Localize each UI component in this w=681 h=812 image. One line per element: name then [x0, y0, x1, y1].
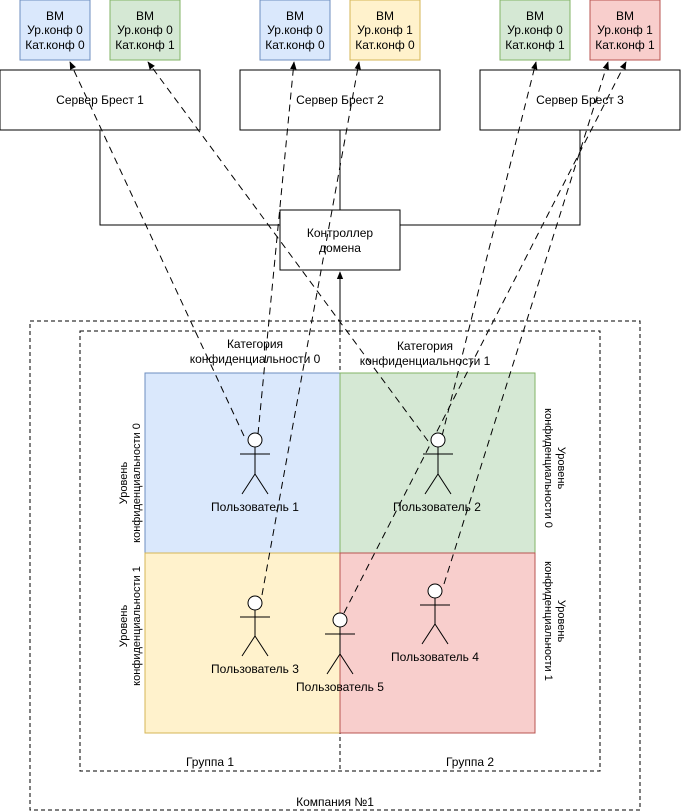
vm-6-title: ВМ	[616, 9, 634, 23]
vm-box-5	[499, 0, 571, 61]
user-1-label: Пользователь 1	[211, 500, 299, 514]
group-2-label: Группа 2	[446, 755, 494, 769]
server-2-label: Сервер Брест 2	[296, 93, 384, 107]
quadrant-cat1-level1	[339, 552, 536, 734]
controller-label-line2: домена	[319, 241, 361, 255]
vm-1-category: Кат.конф 0	[25, 38, 85, 52]
level-right-1-line2: конфиденциальности 1	[542, 561, 554, 681]
vm-4-title: ВМ	[376, 9, 394, 23]
level-left-1-line2: конфиденциальности 1	[131, 566, 143, 686]
user-1-figure	[240, 432, 270, 495]
vm-6-level: Ур.конф 1	[597, 23, 653, 37]
vm-1-title: ВМ	[46, 9, 64, 23]
vm-box-1	[19, 0, 91, 61]
user-2-figure	[423, 432, 453, 495]
company-label: Компания №1	[296, 795, 374, 809]
category-1-line1: Категория	[397, 339, 453, 353]
server-box-3	[479, 69, 681, 131]
vm-4-level: Ур.конф 1	[357, 23, 413, 37]
company-boundary	[29, 320, 641, 811]
vm-4-category: Кат.конф 0	[355, 38, 415, 52]
server-box-2	[239, 69, 441, 131]
server3-connector	[400, 130, 581, 226]
vm-2-level: Ур.конф 0	[117, 23, 173, 37]
server-1-label: Сервер Брест 1	[56, 93, 144, 107]
level-right-0-line2: конфиденциальности 0	[542, 408, 554, 528]
vm-3-level: Ур.конф 0	[267, 23, 323, 37]
domain-controller-box	[279, 209, 401, 271]
vm-5-title: ВМ	[526, 9, 544, 23]
vm-3-title: ВМ	[286, 9, 304, 23]
level-left-1-line1: Уровень	[118, 605, 130, 648]
vm-box-2	[109, 0, 181, 61]
u2-vm5-arrow	[441, 61, 538, 437]
category-0-line2: конфиденциальности 0	[190, 352, 321, 366]
user-4-label: Пользователь 4	[391, 650, 479, 664]
vm-box-6	[589, 0, 661, 61]
controller-label-line1: Контроллер	[307, 226, 374, 240]
server-box-1	[0, 69, 201, 131]
user-2-label: Пользователь 2	[393, 500, 481, 514]
level-right-1-line1: Уровень	[555, 600, 567, 643]
category-1-line2: конфиденциальности 1	[360, 354, 491, 368]
vm-5-level: Ур.конф 0	[507, 23, 563, 37]
user-4-figure	[420, 583, 450, 645]
quadrant-cat0-level1	[144, 552, 341, 734]
user-3-label: Пользователь 3	[211, 662, 299, 676]
u1-vm3-arrow	[257, 61, 297, 435]
user-5-label: Пользователь 5	[296, 680, 384, 694]
level-left-0-line1: Уровень	[118, 462, 130, 505]
vm-box-3	[259, 0, 331, 61]
server-3-label: Сервер Брест 3	[536, 93, 624, 107]
level-right-0-line1: Уровень	[555, 447, 567, 490]
server1-connector	[99, 130, 280, 226]
u2-vm2-arrow	[147, 61, 429, 442]
vm-2-category: Кат.конф 1	[115, 38, 175, 52]
u1-vm1-arrow	[69, 61, 245, 437]
quadrant-cat0-level0	[144, 372, 341, 554]
user-3-figure	[240, 595, 270, 657]
vm-box-4	[349, 0, 421, 61]
vm-5-category: Кат.конф 1	[505, 38, 565, 52]
vm-6-category: Кат.конф 1	[595, 38, 655, 52]
category-0-line1: Категория	[227, 337, 283, 351]
vm-3-category: Кат.конф 0	[265, 38, 325, 52]
u3-vm4-arrow	[261, 61, 361, 596]
vm-1-level: Ур.конф 0	[27, 23, 83, 37]
user-5-figure	[325, 612, 355, 675]
level-left-0-line2: конфиденциальности 0	[131, 423, 143, 543]
vm-2-title: ВМ	[136, 9, 154, 23]
group-1-label: Группа 1	[186, 755, 234, 769]
